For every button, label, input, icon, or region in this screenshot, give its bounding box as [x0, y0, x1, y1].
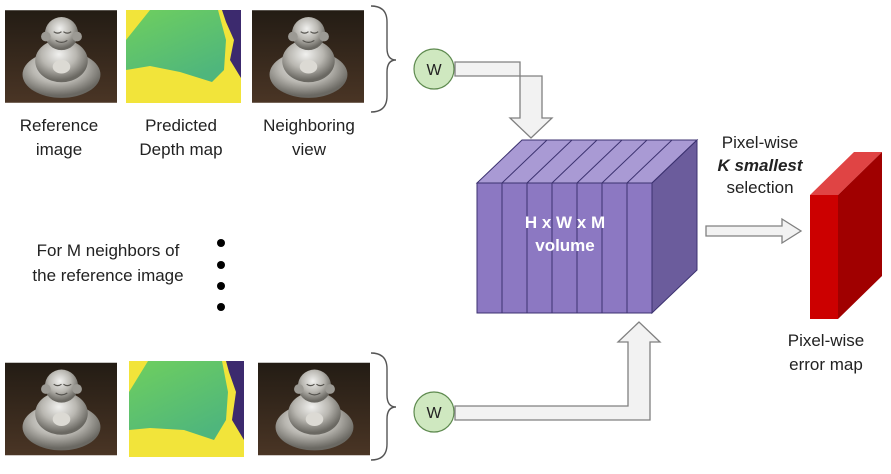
label-m-neighbors-line1: For M neighbors of: [37, 241, 180, 260]
warp-circle-bottom: [413, 391, 455, 433]
error-side-face: [838, 152, 882, 319]
label-depth-line2: Depth map: [139, 140, 222, 159]
error-front-face: [810, 195, 838, 319]
bracket-top: [370, 5, 397, 113]
error-map: [810, 152, 882, 319]
warp-node-bottom: W: [413, 391, 455, 433]
volume-front-face: [477, 183, 652, 313]
depth-map-top: [126, 10, 241, 103]
warp-label-bottom: W: [426, 405, 442, 422]
label-reference-line1: Reference: [20, 116, 98, 135]
label-depth-line1: Predicted: [145, 116, 217, 135]
error-top-face: [810, 152, 882, 195]
volume-label-line2: volume: [535, 236, 595, 255]
arrow-right: [705, 217, 803, 245]
arrow-top: [454, 61, 554, 139]
bracket-bottom: [370, 352, 397, 461]
arrow-bottom: [454, 321, 662, 421]
warp-node-top: W: [413, 48, 455, 90]
selection-label-line1: Pixel-wise: [722, 133, 799, 152]
error-label-line2: error map: [789, 355, 863, 374]
depth-green-region: [126, 10, 226, 82]
depth-green-region-bottom: [129, 361, 228, 440]
volume-side-face: [652, 140, 697, 313]
neighboring-view-top: [252, 10, 364, 103]
volume-label-line1: H x W x M: [525, 213, 605, 232]
depth-purple-region-bottom: [226, 361, 244, 440]
label-m-neighbors-line2: the reference image: [32, 266, 183, 285]
selection-k: K smallest: [717, 156, 803, 175]
ellipsis-dots: [217, 239, 225, 311]
depth-map-bottom: [129, 361, 244, 457]
warp-label-top: W: [426, 62, 442, 79]
selection-label-line3: selection: [726, 178, 793, 197]
neighboring-view-bottom: [258, 362, 370, 456]
reference-image-top: [5, 10, 117, 103]
volume-top-face: [477, 140, 697, 183]
depth-purple-region: [222, 10, 241, 78]
label-neighbor-line2: view: [292, 140, 327, 159]
volume-slices: [475, 138, 699, 315]
volume-cube: H x W x M volume: [475, 138, 699, 315]
warp-circle-top: [413, 48, 455, 90]
selection-label-line2: K smallest: [717, 156, 803, 175]
reference-image-bottom: [5, 362, 117, 456]
label-neighbor-line1: Neighboring: [263, 116, 355, 135]
label-reference-line2: image: [36, 140, 82, 159]
error-label-line1: Pixel-wise: [788, 331, 865, 350]
